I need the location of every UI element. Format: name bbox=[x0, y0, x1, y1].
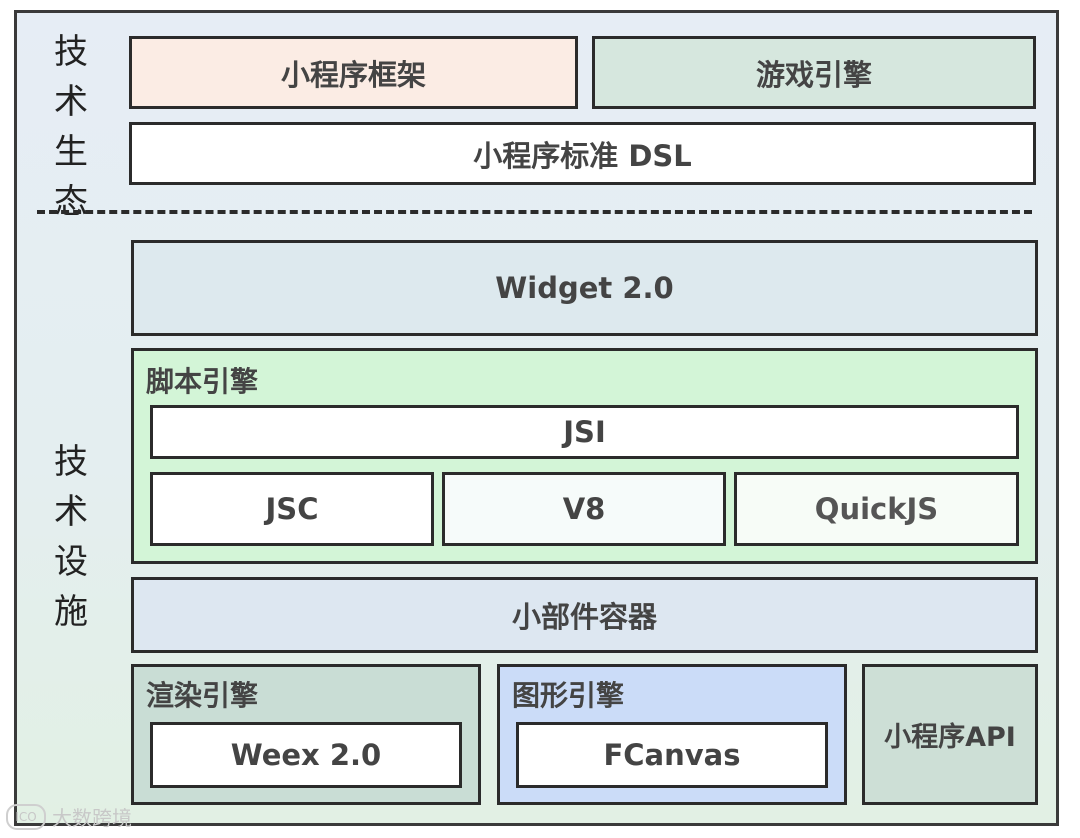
game-engine-box: 游戏引擎 bbox=[592, 36, 1036, 109]
graphics-engine-title: 图形引擎 bbox=[512, 679, 625, 712]
widget-container-box: 小部件容器 bbox=[131, 577, 1038, 653]
watermark-text: 大数跨境 bbox=[52, 806, 132, 830]
watermark: ICO 大数跨境 bbox=[6, 802, 132, 831]
script-engine-title: 脚本引擎 bbox=[146, 365, 259, 398]
tech-ecosystem-label: 技 术 生 态 bbox=[54, 32, 88, 222]
fcanvas-box: FCanvas bbox=[516, 722, 828, 788]
quickjs-box: QuickJS bbox=[734, 472, 1019, 546]
standard-dsl-box: 小程序标准 DSL bbox=[129, 122, 1036, 185]
watermark-logo-icon: ICO bbox=[6, 803, 46, 830]
weex-box: Weex 2.0 bbox=[150, 722, 462, 788]
jsc-box: JSC bbox=[150, 472, 434, 546]
widget-box: Widget 2.0 bbox=[131, 240, 1038, 336]
render-engine-title: 渲染引擎 bbox=[146, 679, 259, 712]
mini-program-api-box: 小程序API bbox=[862, 664, 1038, 805]
layer-divider bbox=[37, 210, 1032, 214]
tech-infrastructure-label: 技 术 设 施 bbox=[54, 442, 88, 632]
mini-program-framework-box: 小程序框架 bbox=[129, 36, 578, 109]
v8-box: V8 bbox=[442, 472, 726, 546]
jsi-box: JSI bbox=[150, 405, 1019, 459]
